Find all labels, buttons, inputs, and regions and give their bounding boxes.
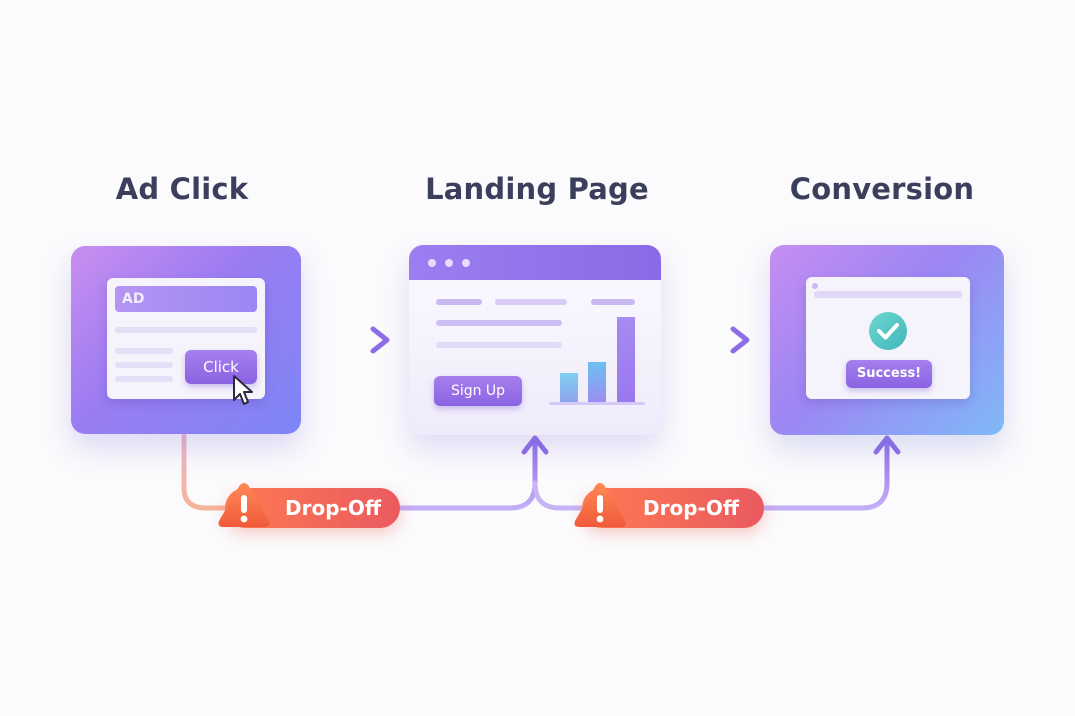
sign-up-button[interactable]: Sign Up [434,376,522,406]
cursor-icon [233,375,253,405]
dropoff-label-2: Drop-Off [643,496,740,520]
stage-title-ad-click: Ad Click [115,172,249,206]
check-icon [869,312,907,350]
conversion-window: Success! [806,277,970,399]
dropoff-path-1 [181,433,243,511]
ad-click-card: AD Click [71,246,301,434]
conversion-card: Success! [770,245,1004,435]
ad-line [115,362,173,368]
arrow-right-icon [730,326,750,354]
arrow-up-icon [521,435,549,455]
stage-title-conversion: Conversion [789,172,975,206]
recovery-path-1 [395,437,538,511]
ad-label: AD [122,291,145,307]
landing-text-line [436,342,562,348]
arrow-right-icon [370,326,390,354]
mini-bar [560,373,578,402]
dropoff-path-2 [532,480,603,511]
landing-nav-line [495,299,567,305]
mini-bar-chart [549,313,645,405]
landing-text-line [436,320,562,326]
ad-line [115,327,257,333]
landing-page-card: Sign Up [409,245,661,435]
conversion-header-line [814,291,962,298]
window-dots-icon [812,283,818,289]
ad-header-bar [115,286,257,312]
ad-line [115,348,173,354]
arrow-up-icon [873,435,901,455]
warning-icon [218,483,270,527]
ad-line [115,376,173,382]
chart-baseline [549,402,645,405]
landing-nav-line [436,299,482,305]
stage-title-landing-page: Landing Page [425,172,649,206]
ad-click-button[interactable]: Click [185,350,257,384]
mini-bar [588,362,606,402]
landing-nav-line [591,299,635,305]
success-button[interactable]: Success! [846,360,932,388]
mini-bar [617,317,635,402]
window-dots-icon [428,259,476,267]
dropoff-label-1: Drop-Off [285,496,382,520]
recovery-path-2 [759,437,890,511]
warning-icon [574,483,626,527]
